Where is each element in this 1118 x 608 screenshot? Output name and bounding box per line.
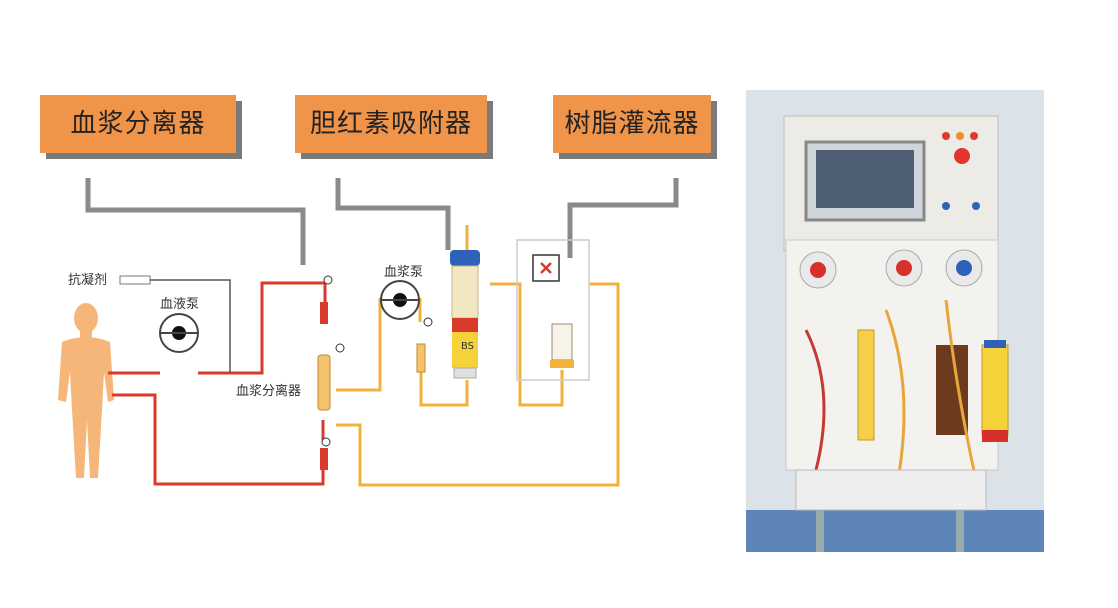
connector-bilirubin-adsorber bbox=[335, 178, 451, 250]
anticoagulant-label: 抗凝剂 bbox=[68, 272, 107, 288]
plasma-separator-label: 血浆分离器 bbox=[236, 383, 301, 399]
resin-perfuser-icon bbox=[516, 239, 590, 381]
label-connector-lines bbox=[85, 178, 679, 265]
plasma-drip-chamber bbox=[416, 343, 426, 373]
adsorber-tag: BS bbox=[461, 341, 474, 352]
bilirubin-adsorber-icon bbox=[450, 250, 480, 379]
blood-pump-label: 血液泵 bbox=[160, 297, 199, 312]
plasma-separator-label-box: 血浆分离器 bbox=[40, 95, 236, 153]
blood-pump-icon bbox=[159, 313, 199, 353]
plasma-drip-cap bbox=[423, 317, 433, 327]
anticoagulant-line bbox=[150, 279, 231, 373]
plasma-pump-icon bbox=[380, 280, 420, 320]
plasma-pump-label: 血浆泵 bbox=[384, 265, 423, 280]
plasma-lines bbox=[336, 225, 620, 487]
machine-photo-drawing bbox=[746, 90, 1044, 552]
connector-plasma-separator bbox=[85, 178, 306, 265]
circuit-diagram: 血液泵 血浆泵 抗凝剂 血浆分离器 BS bbox=[58, 178, 679, 487]
plasma-separator-icon bbox=[317, 275, 345, 470]
connector-resin-perfuser bbox=[567, 178, 679, 258]
resin-perfuser-label-box: 树脂灌流器 bbox=[553, 95, 711, 153]
bilirubin-adsorber-label-box: 胆红素吸附器 bbox=[295, 95, 487, 153]
machine-photo bbox=[746, 90, 1044, 552]
anticoagulant-syringe bbox=[119, 275, 151, 285]
blood-lines bbox=[108, 281, 327, 486]
human-figure bbox=[58, 303, 114, 478]
